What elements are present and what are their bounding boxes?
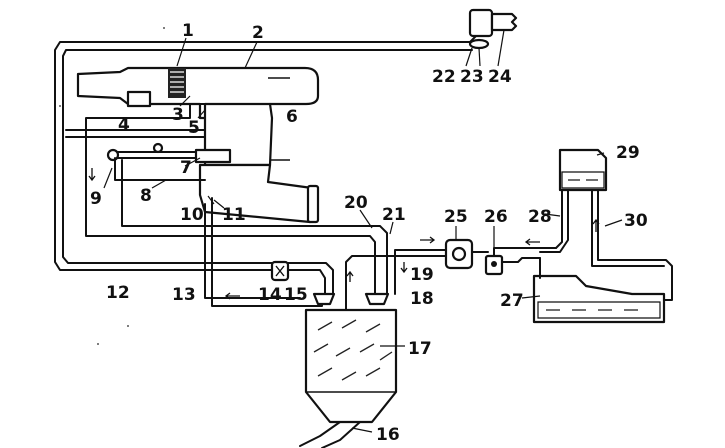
pipe-21: [394, 249, 449, 295]
callout-4: 4: [118, 115, 130, 135]
pipe-3: [85, 103, 376, 295]
callout-labels: 1 2 3 4 5 6 7 8 9 10 11 12 13 14 15 16 1…: [90, 21, 648, 445]
callout-21: 21: [382, 205, 406, 225]
callout-17: 17: [408, 339, 432, 359]
callout-11: 11: [222, 205, 246, 225]
callout-16: 16: [376, 425, 400, 445]
fuel-filter-17: [304, 308, 398, 424]
valve-14: [270, 260, 290, 282]
callout-5: 5: [188, 118, 200, 138]
callout-7: 7: [180, 158, 192, 178]
callout-26: 26: [484, 207, 508, 227]
callout-15: 15: [284, 285, 308, 305]
pipe-28: [555, 189, 563, 249]
scan-specks: [59, 27, 165, 345]
fuel-tank-27: [532, 274, 666, 324]
leader-lines: [103, 29, 623, 433]
callout-9: 9: [90, 189, 102, 209]
pipe-12: [54, 41, 453, 295]
callout-8: 8: [140, 186, 152, 206]
pipe-8-b: [121, 159, 388, 295]
feed-pump-25: [444, 238, 489, 270]
callout-13: 13: [172, 285, 196, 305]
callout-22: 22: [432, 67, 456, 87]
flow-arrows: [88, 168, 600, 300]
callout-12: 12: [106, 283, 130, 303]
fitting-15: [312, 292, 336, 306]
pipe-8: [114, 157, 206, 181]
pipe-30-b: [591, 189, 665, 267]
callout-2: 2: [252, 23, 264, 43]
callout-10: 10: [180, 205, 204, 225]
callout-28: 28: [528, 207, 552, 227]
callout-3: 3: [172, 105, 184, 125]
pipe-13: [204, 203, 301, 299]
callout-30: 30: [624, 211, 648, 231]
pipe-19: [345, 255, 449, 319]
pump-housing-6: [198, 102, 320, 224]
callout-29: 29: [616, 143, 640, 163]
callout-1: 1: [182, 21, 194, 41]
callout-18: 18: [410, 289, 434, 309]
callout-23: 23: [460, 67, 484, 87]
injection-pump-2: [76, 66, 320, 120]
callout-24: 24: [488, 67, 512, 87]
fitting-18: [364, 292, 390, 306]
pipe-30: [597, 189, 673, 301]
callout-27: 27: [500, 291, 524, 311]
expansion-tank-29: [558, 148, 608, 192]
pipe-12-inner: [62, 49, 453, 295]
callout-25: 25: [444, 207, 468, 227]
callout-20: 20: [344, 193, 368, 213]
drain-pipe-16: [299, 421, 341, 447]
callout-14: 14: [258, 285, 282, 305]
control-unit-24: [468, 8, 518, 50]
filter-element-1: [168, 68, 186, 98]
callout-19: 19: [410, 265, 434, 285]
callout-6: 6: [286, 107, 298, 127]
drain-pipe-16-b: [321, 421, 361, 448]
pipe-28-b: [539, 189, 569, 253]
linkage-7: [106, 142, 290, 164]
